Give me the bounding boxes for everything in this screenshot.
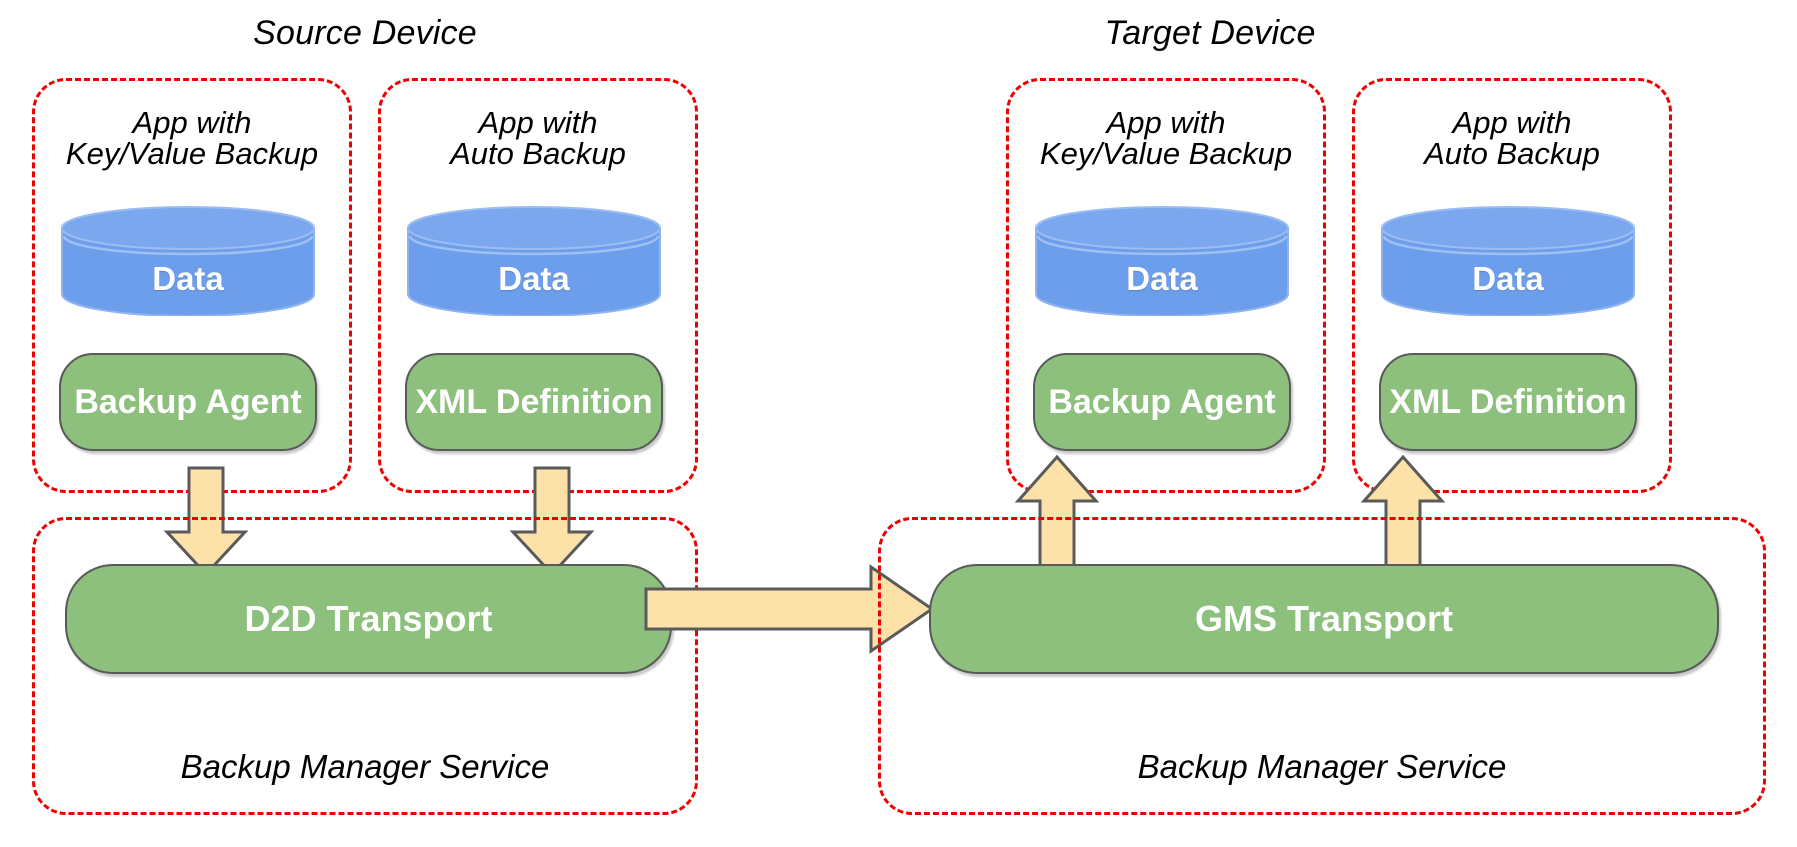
target-service-label: Backup Manager Service [1137,748,1507,785]
source-app-1-down-arrow [163,466,249,577]
source-app-1-label: App with Key/Value Backup [65,105,319,171]
source-app-2-down-arrow [509,466,595,577]
gms-transport-box[interactable]: GMS Transport [929,564,1719,674]
source-app-1-container: App with Key/Value Backup Data Backup Ag… [32,78,352,493]
source-app-2-data-cylinder: Data [406,206,662,316]
target-app-1-component[interactable]: Backup Agent [1033,353,1291,451]
transport-transfer-arrow [644,564,935,654]
source-app-1-data-cylinder: Data [60,206,316,316]
d2d-transport-box[interactable]: D2D Transport [65,564,672,674]
source-backup-manager-service: D2D Transport Backup Manager Service [32,517,698,815]
target-app-1-data-cylinder: Data [1034,206,1290,316]
d2d-transport-label: D2D Transport [244,598,493,639]
source-app-2-component-label: XML Definition [415,382,653,421]
target-app-1-container: App with Key/Value Backup Data Backup Ag… [1006,78,1326,493]
target-backup-manager-service: GMS Transport Backup Manager Service [878,517,1766,815]
source-app-2-container: App with Auto Backup Data XML Definition [378,78,698,493]
target-app-2-container: App with Auto Backup Data XML Definition [1352,78,1672,493]
target-device-title: Target Device [1104,14,1316,52]
gms-transport-label: GMS Transport [1194,598,1454,639]
source-app-2-component[interactable]: XML Definition [405,353,663,451]
source-app-1-component-label: Backup Agent [74,382,302,421]
target-app-2-data-cylinder: Data [1380,206,1636,316]
target-app-2-component[interactable]: XML Definition [1379,353,1637,451]
source-app-1-component[interactable]: Backup Agent [59,353,317,451]
target-app-1-component-label: Backup Agent [1048,382,1276,421]
source-device-title: Source Device [253,14,477,52]
source-app-2-label: App with Auto Backup [450,105,626,171]
source-service-label: Backup Manager Service [180,748,550,785]
target-app-2-component-label: XML Definition [1389,382,1627,421]
target-app-2-label: App with Auto Backup [1424,105,1600,171]
target-app-1-label: App with Key/Value Backup [1039,105,1293,171]
